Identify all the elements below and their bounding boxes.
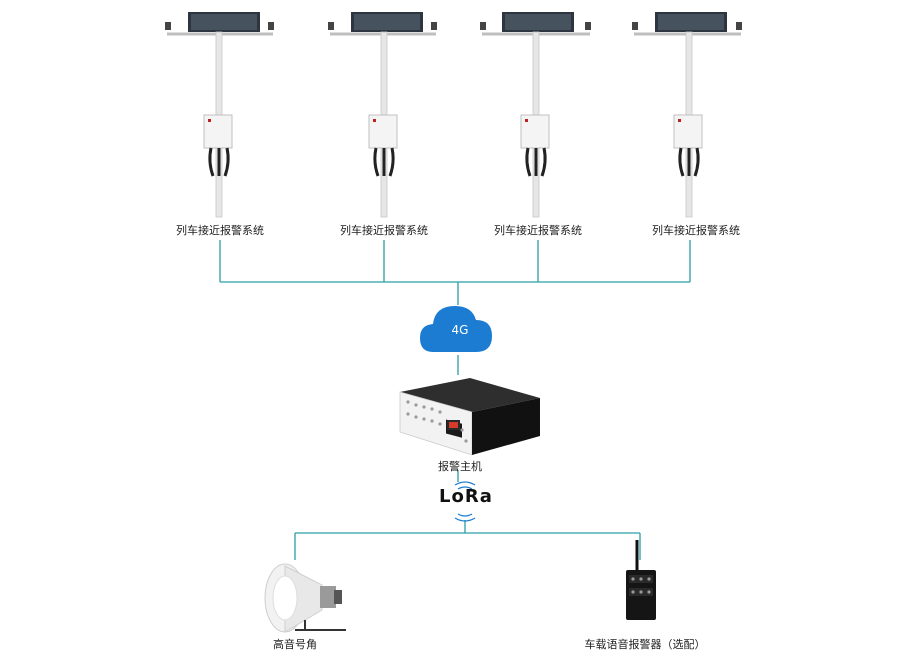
pole-label-2: 列车接近报警系统 [340, 224, 428, 237]
alarm-host-device [399, 378, 540, 456]
horn-speaker-icon [264, 563, 346, 633]
vehicle-alarm-label: 车载语音报警器（选配） [584, 638, 706, 651]
cloud-label: 4G [451, 323, 469, 337]
alarm-host-label: 报警主机 [438, 460, 482, 473]
horn-label: 高音号角 [273, 638, 317, 651]
pole-label-4: 列车接近报警系统 [652, 224, 740, 237]
alarm-pole-3 [480, 12, 591, 218]
alarm-pole-4 [632, 12, 742, 218]
connector-lines [219, 240, 691, 560]
lora-signal-icon [454, 481, 476, 522]
cloud-icon [420, 306, 492, 352]
pole-label-1: 列车接近报警系统 [176, 224, 264, 237]
alarm-pole-2 [328, 12, 437, 218]
vehicle-alarm-device [626, 540, 656, 620]
alarm-pole-1 [165, 12, 274, 218]
pole-label-3: 列车接近报警系统 [494, 224, 582, 237]
lora-label: LoRa [439, 486, 493, 507]
